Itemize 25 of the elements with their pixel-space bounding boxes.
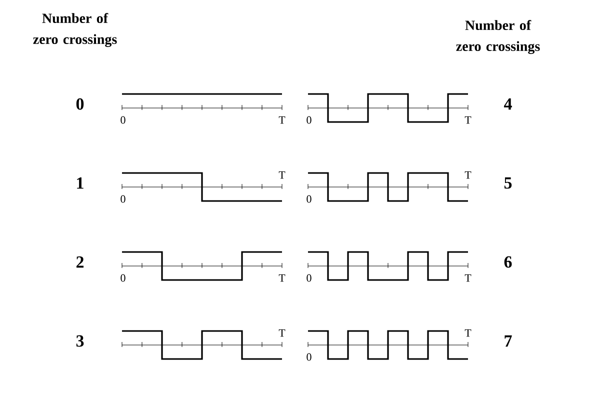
axis-label: 0: [120, 116, 126, 124]
row-number: 6: [504, 256, 512, 268]
axis-label: 0: [306, 353, 312, 361]
axis-label: 0: [120, 274, 126, 282]
axis-label: 0: [120, 195, 126, 203]
axis-label: T: [464, 329, 472, 337]
row-number: 3: [76, 335, 84, 347]
axis-label: T: [464, 171, 472, 179]
axis-label: T: [464, 116, 472, 124]
axis-label: 0: [306, 195, 312, 203]
column-heading: Number of zero crossings: [456, 20, 540, 54]
axis-label: 0: [306, 274, 312, 282]
axis-label: 0: [306, 116, 312, 124]
row-number: 0: [76, 98, 84, 110]
column-heading: Number of zero crossings: [33, 13, 117, 47]
axis-label: T: [278, 171, 286, 179]
row-number: 2: [76, 256, 84, 268]
row-number: 1: [77, 177, 84, 189]
row-number: 4: [504, 98, 512, 110]
row-number: 7: [504, 335, 512, 347]
axis-label: T: [278, 329, 286, 337]
axis-label: T: [278, 116, 286, 124]
axis-label: T: [464, 274, 472, 282]
axis-label: T: [278, 274, 286, 282]
row-number: 5: [504, 177, 512, 189]
